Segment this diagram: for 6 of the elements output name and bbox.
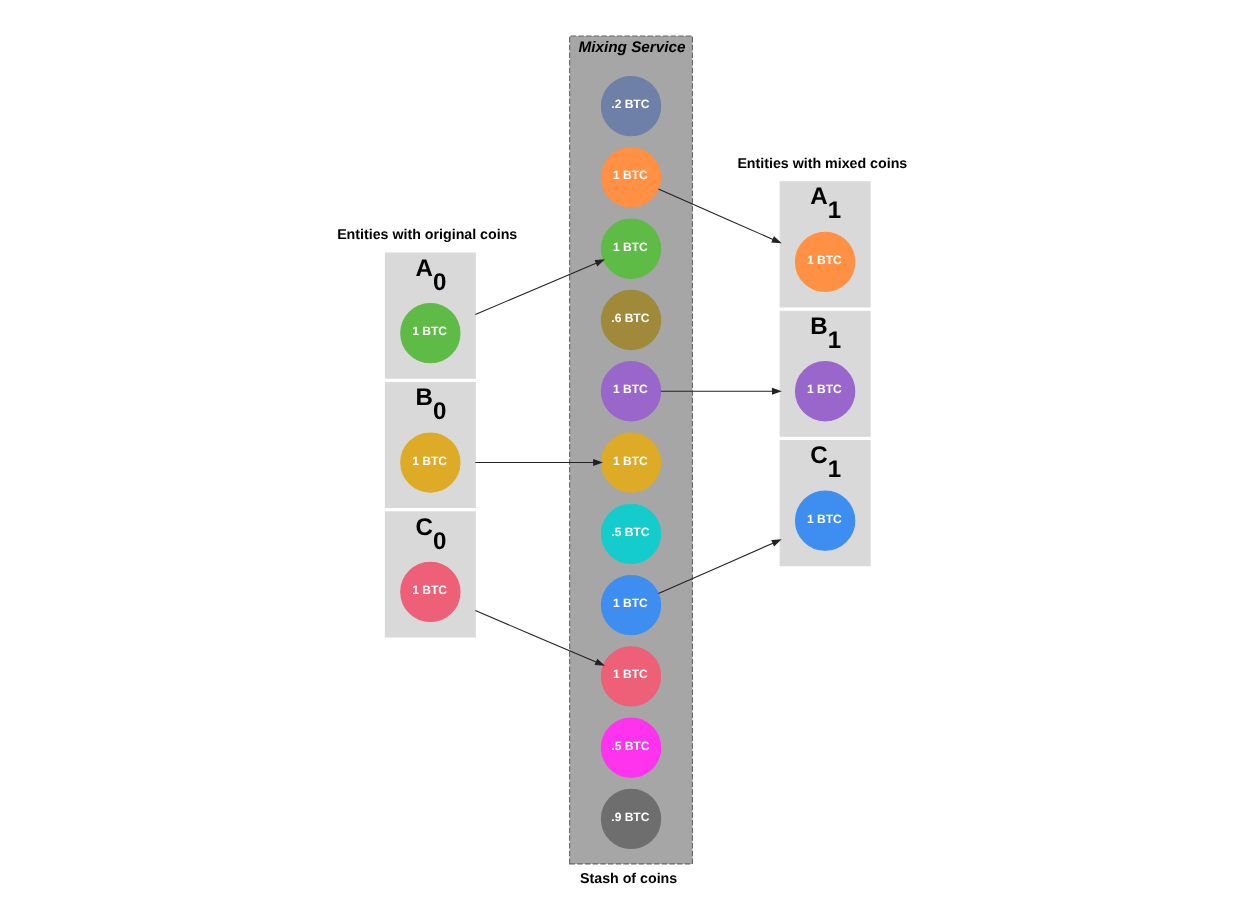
arrow xyxy=(657,187,782,243)
arrow xyxy=(474,458,604,465)
arrow xyxy=(474,609,605,665)
arrow xyxy=(657,538,782,594)
arrow xyxy=(474,258,605,315)
arrow xyxy=(660,386,782,394)
